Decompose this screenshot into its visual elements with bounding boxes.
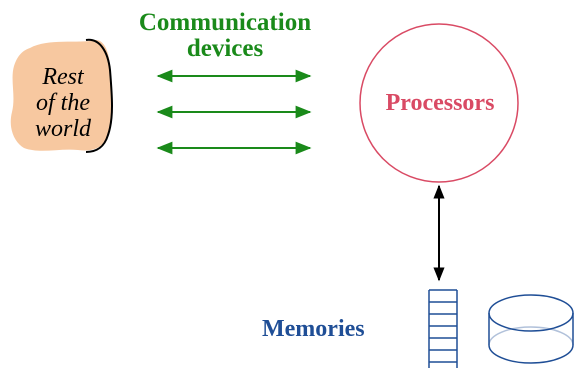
world-blob xyxy=(10,40,112,151)
world-label-line2: of the xyxy=(36,90,90,116)
world-label-line3: world xyxy=(34,116,91,142)
processors-circle xyxy=(359,23,519,183)
communication-devices-label: Communication devices xyxy=(110,10,340,62)
memory-stack-icon xyxy=(428,289,458,368)
communication-label-line1: Communication xyxy=(138,9,312,36)
rest-of-world-label: Rest of the world xyxy=(22,64,104,142)
memories-label: Memories xyxy=(262,316,365,342)
processors-label: Processors xyxy=(385,90,495,116)
communication-label-line2: devices xyxy=(186,35,264,62)
world-blob-edge xyxy=(85,38,113,153)
disk-icon xyxy=(488,294,574,364)
world-label-line1: Rest xyxy=(42,64,84,90)
